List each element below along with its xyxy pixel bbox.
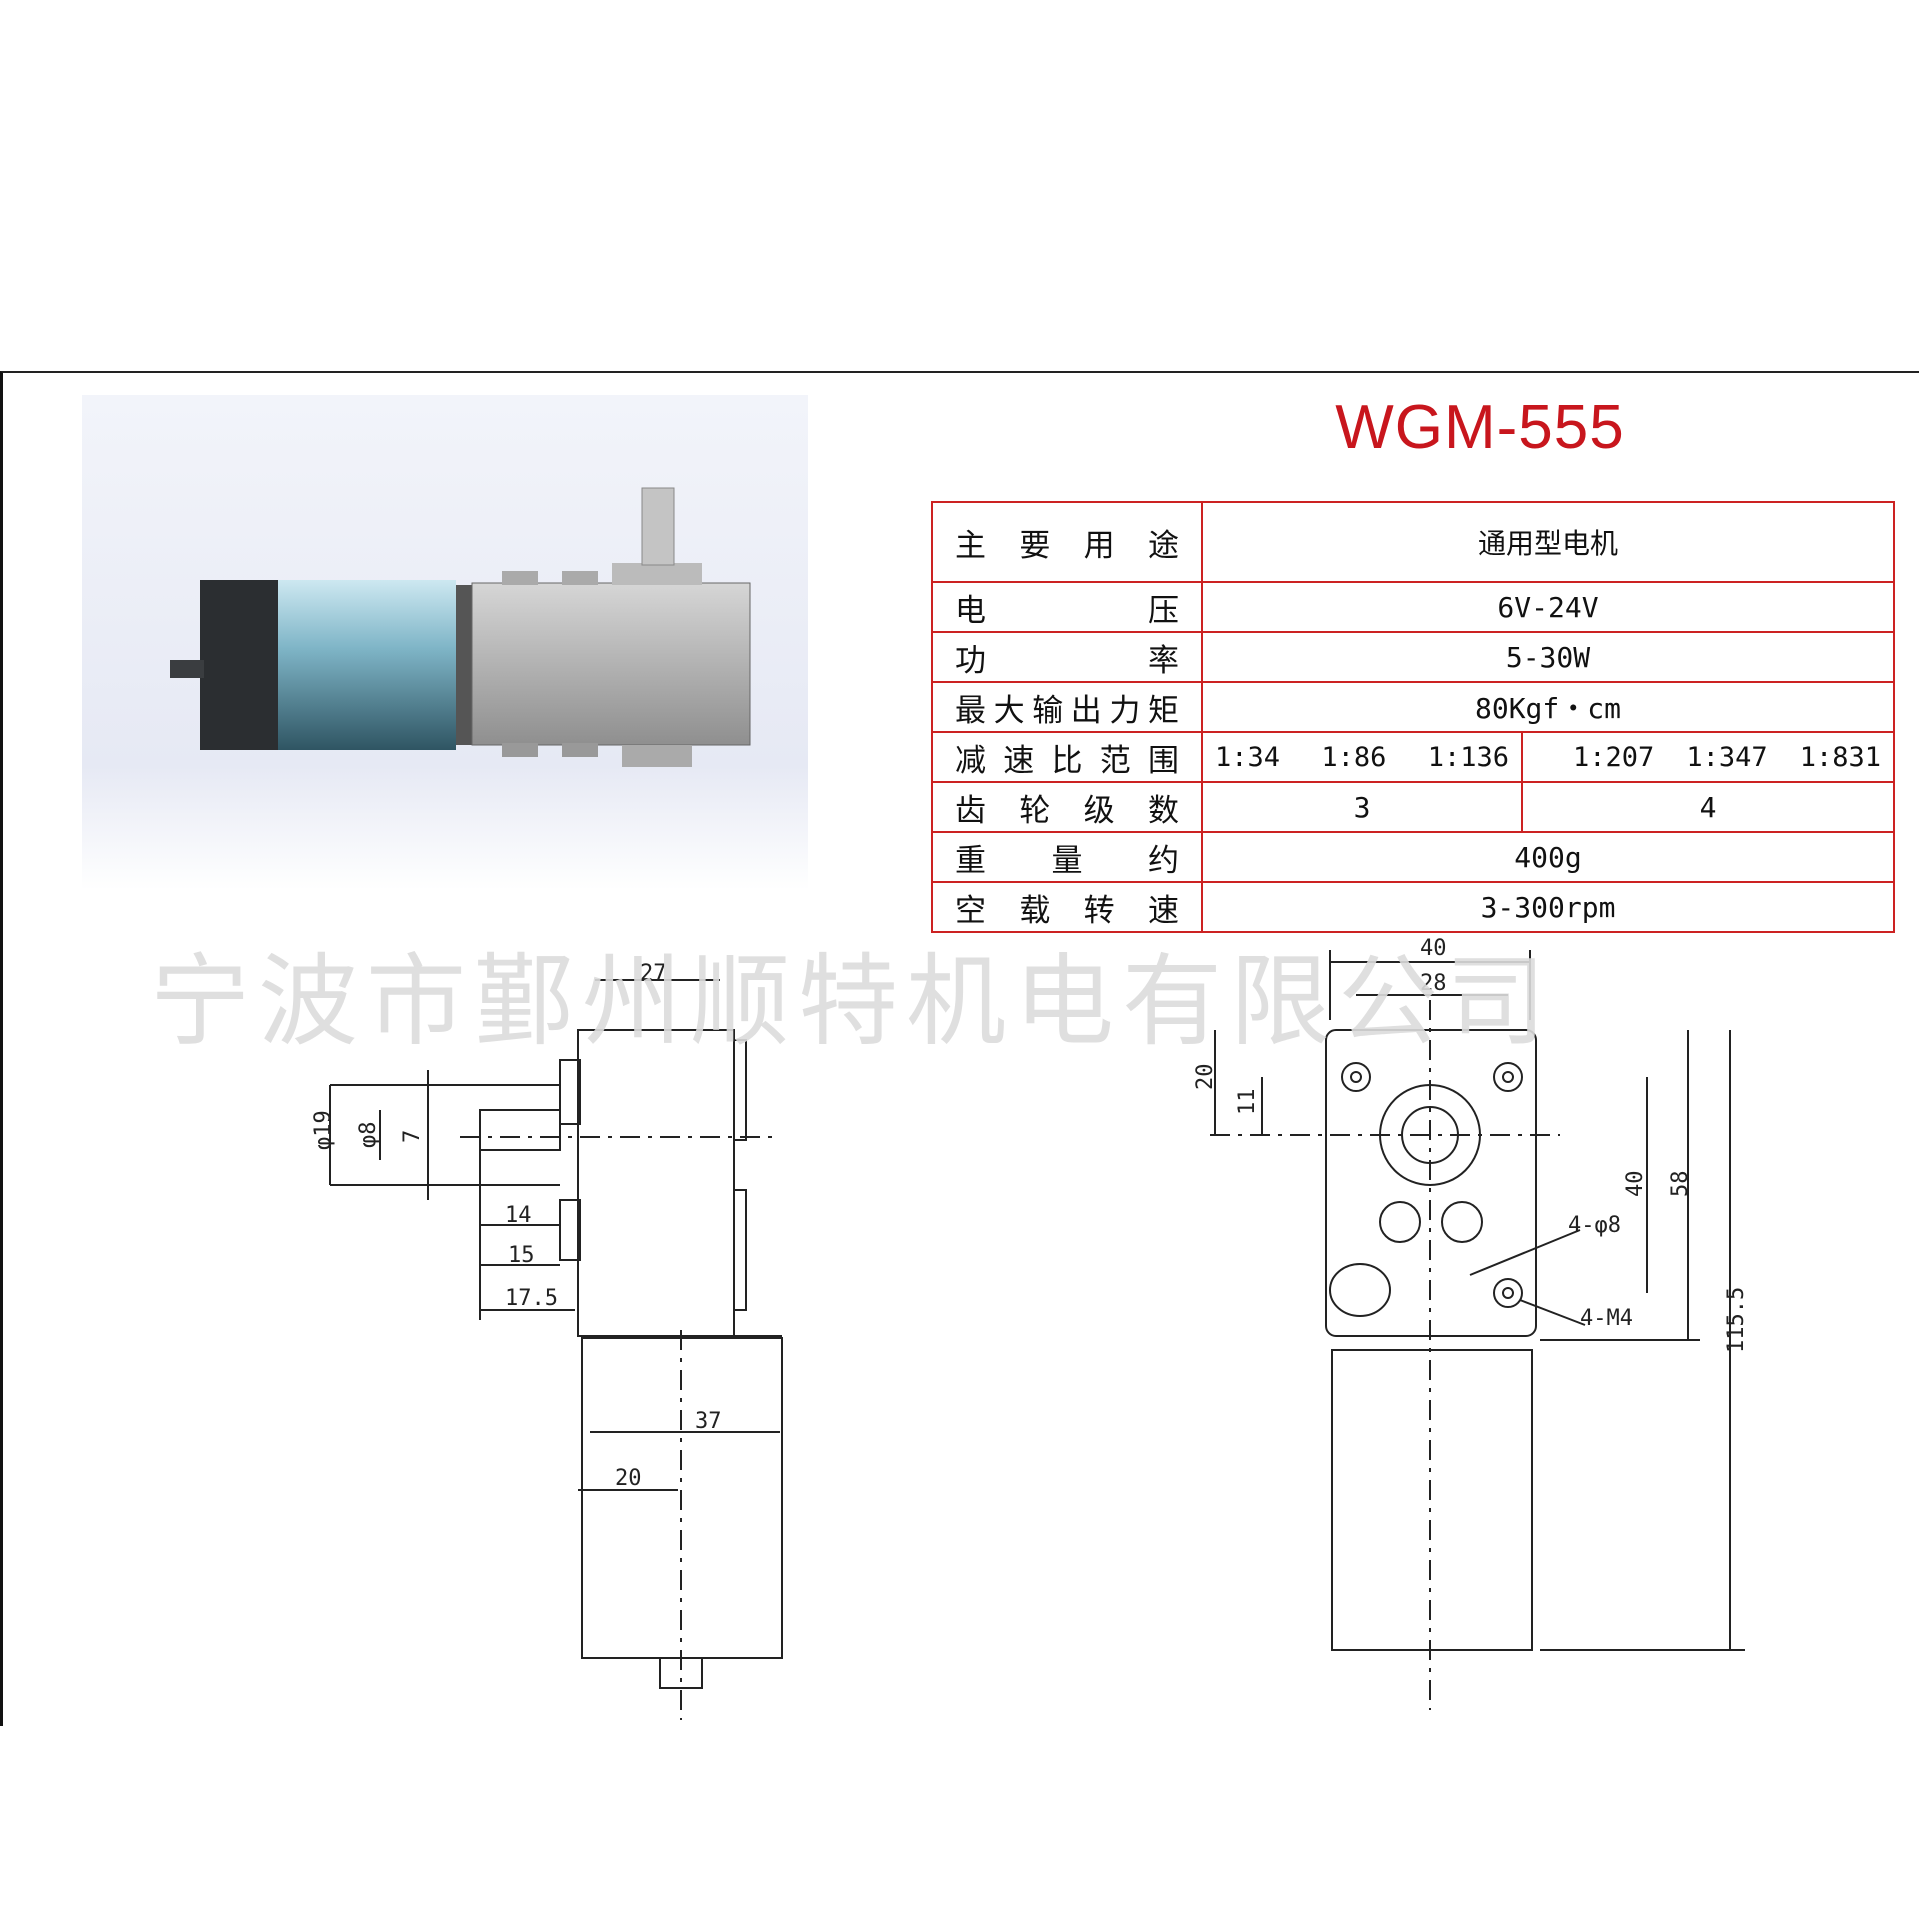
spec-value: 3 — [1201, 781, 1523, 833]
ratio-group-4: 1:207 1:347 1:831 — [1521, 731, 1895, 783]
drawing-sheet — [0, 371, 1919, 1726]
spec-label: 齿轮级数 — [931, 781, 1203, 833]
dim-label: 27 — [640, 961, 667, 986]
spec-label: 减速比范围 — [931, 731, 1203, 783]
dim-label: φ19 — [311, 1110, 336, 1150]
dim-label: 20 — [615, 1466, 642, 1491]
end-cap — [200, 580, 278, 750]
dim-label: 4-M4 — [1580, 1306, 1633, 1331]
motor-render — [82, 395, 808, 890]
dim-label: 58 — [1668, 1171, 1693, 1198]
spec-label: 电 压 — [931, 581, 1203, 633]
spec-row-speed: 空载转速 3-300rpm — [931, 881, 1895, 933]
front-view — [1210, 950, 1745, 1710]
company-watermark: 宁波市鄞州顺特机电有限公司 — [150, 943, 1554, 1060]
motor-can — [278, 580, 456, 750]
spec-label: 空载转速 — [931, 881, 1203, 933]
spec-row-usage: 主要用途 通用型电机 — [931, 501, 1895, 583]
dim-label: 7 — [400, 1130, 425, 1143]
spec-value: 80Kgf・cm — [1201, 681, 1895, 733]
spec-label: 重量约 — [931, 831, 1203, 883]
model-title: WGM-555 — [1335, 393, 1625, 462]
dim-label: 40 — [1420, 936, 1447, 961]
ratio-value: 1:136 — [1427, 741, 1509, 773]
side-view — [329, 979, 783, 1720]
dim-label: 37 — [695, 1409, 722, 1434]
ratio-group-3: 1:34 1:86 1:136 — [1201, 731, 1523, 783]
dim-label: 14 — [505, 1203, 532, 1228]
dim-label: 40 — [1623, 1171, 1648, 1198]
spec-row-torque: 最大输出力矩 80Kgf・cm — [931, 681, 1895, 733]
dim-label: 115.5 — [1724, 1287, 1749, 1353]
spec-row-voltage: 电 压 6V-24V — [931, 581, 1895, 633]
spec-value: 3-300rpm — [1201, 881, 1895, 933]
spec-label: 主要用途 — [931, 501, 1203, 583]
dim-label: 20 — [1193, 1064, 1218, 1091]
spec-label: 功 率 — [931, 631, 1203, 683]
dim-label: 17.5 — [505, 1286, 558, 1311]
spec-value: 400g — [1201, 831, 1895, 883]
dim-label: 11 — [1235, 1089, 1260, 1116]
spec-row-weight: 重量约 400g — [931, 831, 1895, 883]
spec-row-power: 功 率 5-30W — [931, 631, 1895, 683]
dim-label: 15 — [508, 1243, 535, 1268]
dim-label: 4-φ8 — [1568, 1213, 1621, 1238]
spec-row-gears: 齿轮级数 3 4 — [931, 781, 1895, 833]
ratio-value: 1:34 — [1215, 741, 1281, 773]
dim-label: φ8 — [356, 1122, 381, 1149]
spec-table: 主要用途 通用型电机 电 压 6V-24V 功 率 5-30W 最大输出力矩 8… — [931, 501, 1895, 933]
spec-value: 6V-24V — [1201, 581, 1895, 633]
ratio-value: 1:207 — [1573, 741, 1655, 773]
spec-value: 通用型电机 — [1201, 501, 1895, 583]
spec-value: 5-30W — [1201, 631, 1895, 683]
ratio-value: 1:347 — [1686, 741, 1768, 773]
spec-value: 4 — [1521, 781, 1895, 833]
spec-row-ratio: 减速比范围 1:34 1:86 1:136 1:207 1:347 1:831 — [931, 731, 1895, 783]
gearbox — [471, 582, 751, 746]
spec-label: 最大输出力矩 — [931, 681, 1203, 733]
ratio-value: 1:86 — [1321, 741, 1387, 773]
output-shaft — [641, 487, 675, 566]
dim-label: 28 — [1420, 971, 1447, 996]
ratio-value: 1:831 — [1799, 741, 1881, 773]
